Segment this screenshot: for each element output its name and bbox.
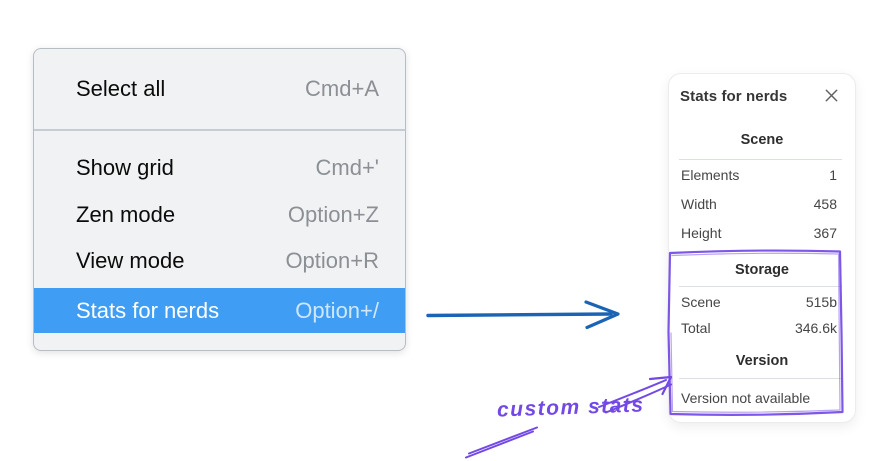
menu-item-shortcut: Cmd+A: [305, 76, 379, 101]
context-menu: Select all Cmd+A Show grid Cmd+' Zen mod…: [33, 48, 406, 351]
menu-item-shortcut: Option+R: [285, 248, 379, 273]
stat-value: 1: [829, 167, 837, 183]
stat-value: 458: [813, 196, 837, 212]
menu-item-label: Show grid: [76, 155, 174, 180]
section-heading-version: Version: [735, 353, 789, 369]
menu-item-label: View mode: [76, 248, 185, 273]
stat-row-height: Height 367: [681, 225, 837, 241]
stat-row-width: Width 458: [681, 196, 837, 212]
section-divider: [679, 378, 842, 379]
section-heading-scene: Scene: [740, 132, 784, 148]
menu-item-zen-mode[interactable]: Zen mode Option+Z: [34, 193, 405, 237]
stat-label: Scene: [681, 294, 721, 310]
stat-label: Elements: [681, 167, 740, 183]
menu-item-view-mode[interactable]: View mode Option+R: [34, 239, 405, 283]
version-note: Version not available: [681, 390, 811, 406]
stat-value: 367: [813, 225, 837, 241]
section-divider: [679, 159, 842, 160]
menu-item-label: Stats for nerds: [76, 297, 220, 323]
menu-item-stats-for-nerds[interactable]: Stats for nerds Option+/: [34, 288, 405, 333]
menu-item-show-grid[interactable]: Show grid Cmd+': [34, 146, 405, 190]
stat-label: Width: [681, 196, 717, 212]
menu-item-label: Zen mode: [76, 202, 176, 227]
stat-label: Height: [681, 225, 722, 241]
close-button[interactable]: [822, 86, 840, 104]
stat-row-elements: Elements 1: [681, 167, 837, 183]
menu-item-label: Select all: [76, 76, 166, 101]
stat-row-total-storage: Total 346.6k: [681, 320, 837, 336]
close-icon: [825, 89, 838, 102]
menu-item-select-all[interactable]: Select all Cmd+A: [34, 67, 405, 111]
section-divider: [679, 286, 842, 287]
stat-label: Total: [681, 320, 711, 336]
stats-panel: Stats for nerds Scene Elements 1 Width 4…: [668, 73, 856, 423]
menu-separator: [34, 129, 405, 131]
menu-item-shortcut: Option+/: [295, 297, 379, 323]
stat-row-scene-storage: Scene 515b: [681, 294, 837, 310]
stat-value: 515b: [805, 294, 837, 310]
blue-arrow: [426, 300, 620, 330]
menu-item-shortcut: Cmd+': [315, 155, 380, 180]
annotation-label: custom stats: [496, 393, 645, 422]
panel-title: Stats for nerds: [680, 88, 788, 105]
menu-item-shortcut: Option+Z: [287, 202, 379, 227]
section-heading-storage: Storage: [735, 262, 789, 278]
stat-value: 346.6k: [794, 320, 837, 336]
